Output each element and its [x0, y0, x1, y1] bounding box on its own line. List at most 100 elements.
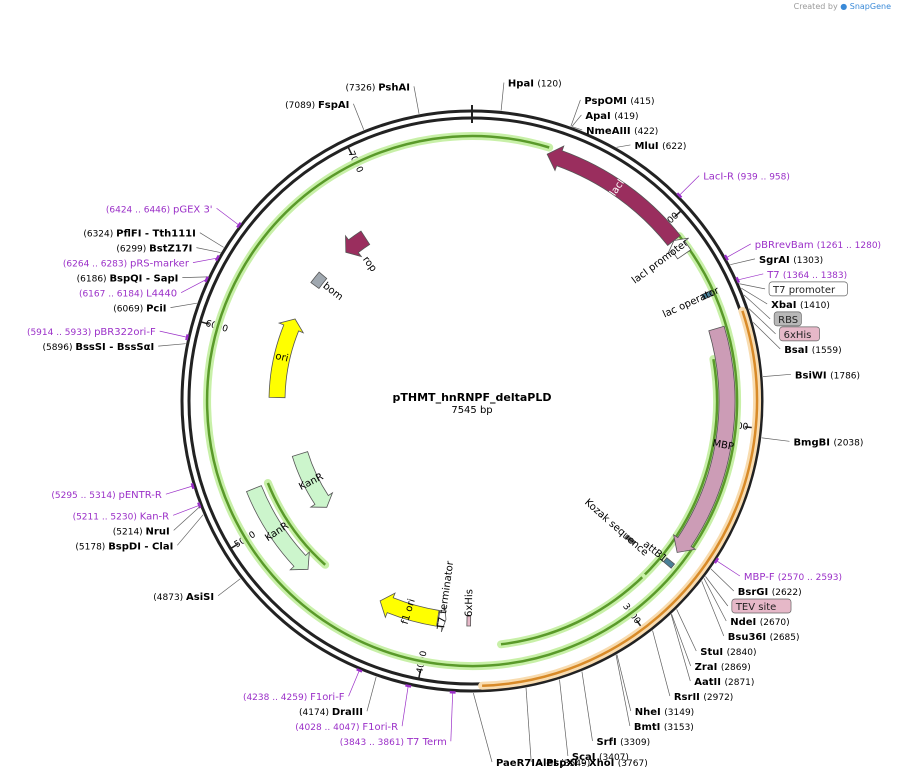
primer-mark: [190, 482, 195, 490]
site-position: (5214): [113, 527, 146, 537]
leader-line: [671, 614, 692, 667]
site-name: PciI: [146, 304, 166, 315]
leader-line: [353, 103, 365, 130]
site-position: (6167 .. 6184): [79, 290, 146, 300]
site-position: (4873): [153, 593, 186, 603]
enzyme-label: Bsu36I (2685): [728, 632, 800, 643]
feature-t7-terminator: [437, 606, 447, 633]
site-name: RsrII: [674, 692, 704, 703]
site-name: NheI: [635, 707, 664, 718]
enzyme-label: BsaI (1559): [784, 345, 841, 356]
feature-attb1: [662, 557, 676, 569]
leader-line: [172, 505, 200, 516]
enzyme-label: SgrAI (1303): [759, 255, 823, 266]
site-position: (3767): [618, 759, 648, 769]
feature-label: lac operator: [661, 285, 722, 320]
site-position: (5914 .. 5933): [27, 328, 94, 338]
feature-bands: [203, 132, 761, 690]
site-name: PshAI: [378, 82, 410, 93]
site-name: T7 Term: [406, 737, 447, 748]
site-name: T7: [766, 270, 783, 281]
enzyme-label: (7089) FspAI: [285, 100, 349, 111]
feature-label: T7 terminator: [436, 560, 456, 632]
site-name: PspOMI: [584, 96, 630, 107]
primer-mark: [197, 502, 202, 509]
site-position: (3153): [664, 723, 694, 733]
leader-line: [761, 437, 790, 442]
site-position: (4238 .. 4259): [243, 693, 310, 703]
site-name: AatII: [694, 677, 724, 688]
feature-tag: [731, 598, 792, 614]
site-position: (4028 .. 4047): [295, 723, 362, 733]
enzyme-label: (6186) BspQI - SapI: [77, 274, 179, 285]
leader-line: [366, 676, 377, 712]
site-position: (419): [614, 112, 638, 122]
enzyme-label: BsrGI (2622): [738, 587, 802, 598]
leader-line: [572, 126, 583, 131]
site-position: (3843 .. 3861): [340, 738, 407, 748]
leader-line: [158, 343, 186, 347]
primer-mark: [735, 276, 741, 284]
site-name: HpaI: [508, 79, 537, 90]
band-line: [500, 576, 644, 646]
enzyme-label: (4174) DraIII: [299, 707, 363, 718]
enzyme-label: SrfI (3309): [596, 737, 650, 748]
site-name: BstZ17I: [149, 244, 192, 255]
site-name: ZraI: [695, 662, 721, 673]
leader-line: [581, 671, 593, 742]
site-position: (2570 .. 2593): [778, 573, 842, 583]
primer-mark: [204, 276, 209, 283]
ruler-tick: [230, 543, 239, 549]
leader-line: [616, 144, 631, 148]
site-position: (3407): [599, 753, 629, 763]
site-position: (2972): [703, 693, 733, 703]
ruler-tick: [635, 619, 642, 628]
primer-mark: [723, 254, 729, 261]
site-position: (2685): [770, 633, 800, 643]
site-name: BspDI - ClaI: [108, 541, 173, 552]
leader-line: [413, 86, 420, 114]
site-name: pBR322ori-F: [94, 327, 156, 338]
leader-line: [199, 232, 224, 248]
site-name: NmeAIII: [586, 126, 634, 137]
enzyme-label: HpaI (120): [508, 79, 562, 90]
leader-line: [726, 243, 751, 258]
leader-line: [739, 283, 766, 290]
site-name: BsiWI: [795, 370, 830, 381]
site-name: BmtI: [634, 722, 664, 733]
enzyme-label: (6069) PciI: [113, 304, 166, 315]
site-position: (5896): [43, 343, 76, 353]
enzyme-label: MluI (622): [634, 141, 686, 152]
enzyme-label: BmgBI (2038): [793, 437, 863, 448]
enzyme-label: XbaI (1410): [771, 300, 830, 311]
site-name: PaeR7I - PspXI - XhoI: [496, 758, 618, 769]
site-position: (6186): [77, 275, 110, 285]
primer-label: (6167 .. 6184) L4440: [79, 289, 177, 300]
leader-line: [216, 207, 240, 226]
enzyme-label: PspOMI (415): [584, 96, 654, 107]
site-position: (2871): [724, 678, 754, 688]
site-name: pRS-marker: [130, 259, 190, 270]
snapgene-logo: ● SnapGene: [840, 2, 891, 11]
site-position: (622): [662, 142, 686, 152]
leader-line: [710, 568, 735, 592]
leader-line: [676, 609, 697, 652]
site-position: (6424 .. 6446): [106, 205, 173, 215]
site-position: (2840): [727, 648, 757, 658]
site-position: (5178): [75, 542, 108, 552]
site-name: MluI: [634, 141, 662, 152]
leader-line: [616, 654, 632, 712]
band-line: [266, 482, 327, 566]
leader-line: [196, 247, 221, 253]
ruler-tick: [418, 669, 422, 679]
enzyme-label: PaeR7I - PspXI - XhoI (3767): [496, 758, 648, 769]
leader-line: [472, 692, 493, 763]
primer-label: (4238 .. 4259) F1ori-F: [243, 692, 345, 703]
site-position: (1261 .. 1280): [817, 241, 881, 251]
feature-ori: [268, 318, 305, 399]
site-name: StuI: [700, 647, 726, 658]
site-name: AsiSI: [186, 592, 214, 603]
site-position: (6299): [116, 245, 149, 255]
site-name: SrfI: [596, 737, 620, 748]
site-position: (6324): [83, 230, 116, 240]
